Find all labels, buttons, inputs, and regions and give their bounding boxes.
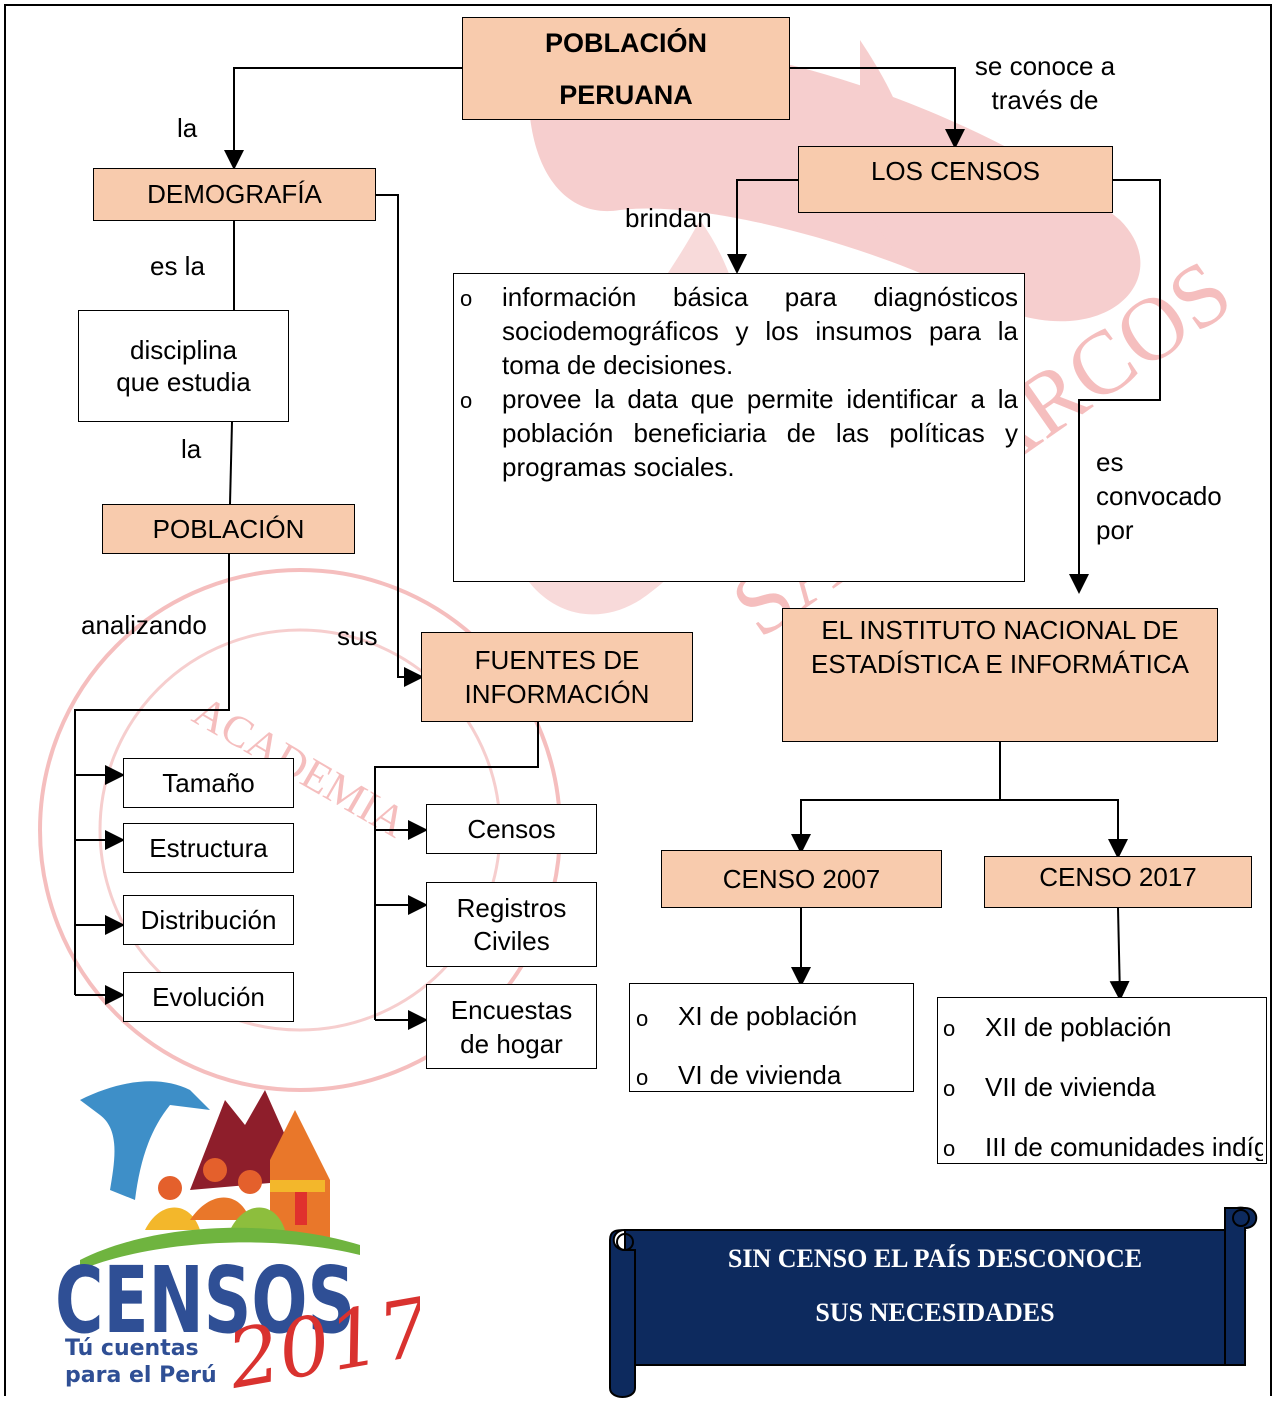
node-poblacion: POBLACIÓN	[102, 504, 355, 554]
list-item: o XII de población	[943, 998, 1263, 1058]
label-la-2: la	[181, 434, 202, 464]
label-se-conoce: se conoce a través de	[974, 51, 1116, 115]
logo-word: CENSOS	[55, 1247, 355, 1354]
label-sus: sus	[337, 621, 378, 651]
source-encuestas: Encuestas de hogar	[426, 984, 597, 1069]
info-bullet-text: información básica para diagnósticos soc…	[502, 282, 1018, 380]
censos-2017-logo: CENSOS 2017 Tú cuentas para el Perú	[55, 1081, 420, 1390]
logo-slogan-1: Tú cuentas	[65, 1336, 199, 1361]
node-censo-2007: CENSO 2007	[661, 850, 942, 908]
bullet-marker: o	[943, 1136, 956, 1161]
title-line-1: POBLACIÓN	[545, 27, 707, 58]
info-bullet: o información básica para diagnósticos so…	[460, 280, 1018, 382]
list-item: o III de comunidades indígenas	[943, 1118, 1263, 1161]
list-item: o XI de población	[636, 988, 906, 1047]
censo-2017-item: VII de vivienda	[985, 1072, 1156, 1102]
censo-2007-item: XI de población	[678, 1001, 858, 1031]
aspect-tamano: Tamaño	[123, 758, 294, 808]
node-fuentes: FUENTES DE INFORMACIÓN	[421, 632, 693, 722]
source-registros: Registros Civiles	[426, 882, 597, 967]
censo-2007-list	[629, 983, 914, 1092]
banner-line-1: SIN CENSO EL PAÍS DESCONOCE	[727, 1244, 1143, 1273]
info-bullet-text: provee la data que permite identificar a…	[502, 384, 1018, 482]
title-line-2: PERUANA	[559, 79, 693, 110]
label-es-convocado: es convocado por	[1096, 447, 1222, 545]
node-disciplina: disciplina que estudia	[78, 310, 289, 422]
node-los-censos: LOS CENSOS	[798, 146, 1113, 213]
aspect-estructura: Estructura	[123, 823, 294, 873]
label-la-1: la	[177, 113, 198, 143]
list-item: o VII de vivienda	[943, 1058, 1263, 1118]
label-analizando: analizando	[81, 610, 207, 640]
node-censo-2017: CENSO 2017	[984, 856, 1252, 908]
censo-2007-item: VI de vivienda	[678, 1060, 842, 1090]
bullet-marker: o	[460, 388, 473, 413]
banner-text: SIN CENSO EL PAÍS DESCONOCE SUS NECESIDA…	[640, 1232, 1230, 1340]
info-bullets: o información básica para diagnósticos so…	[460, 280, 1018, 484]
node-inei: EL INSTITUTO NACIONAL DE ESTADÍSTICA E I…	[782, 608, 1218, 742]
aspect-evolucion: Evolución	[123, 972, 294, 1022]
banner-scroll	[609, 1206, 1258, 1398]
censo-2017-item: III de comunidades indígenas	[985, 1132, 1263, 1161]
label-brindan: brindan	[625, 203, 712, 233]
bullet-marker: o	[943, 1076, 956, 1101]
page-frame	[4, 4, 1272, 1396]
bullet-marker: o	[943, 1016, 956, 1041]
censo-2007-items: o XI de población o VI de vivienda	[636, 988, 906, 1106]
bullet-marker: o	[460, 286, 473, 311]
source-censos: Censos	[426, 804, 597, 854]
aspect-distribucion: Distribución	[123, 895, 294, 945]
node-demografia: DEMOGRAFÍA	[93, 168, 376, 221]
list-item: o VI de vivienda	[636, 1047, 906, 1106]
logo-slogan-2: para el Perú	[65, 1363, 217, 1388]
censo-2017-list	[937, 997, 1267, 1164]
info-bullet: o provee la data que permite identificar …	[460, 382, 1018, 484]
info-box	[453, 273, 1025, 582]
bullet-marker: o	[636, 1006, 649, 1031]
node-poblacion-peruana: POBLACIÓN PERUANA	[462, 17, 790, 120]
bullet-marker: o	[636, 1065, 649, 1090]
label-es-la: es la	[150, 251, 205, 281]
censo-2017-item: XII de población	[985, 1012, 1172, 1042]
banner-line-2: SUS NECESIDADES	[815, 1298, 1055, 1327]
